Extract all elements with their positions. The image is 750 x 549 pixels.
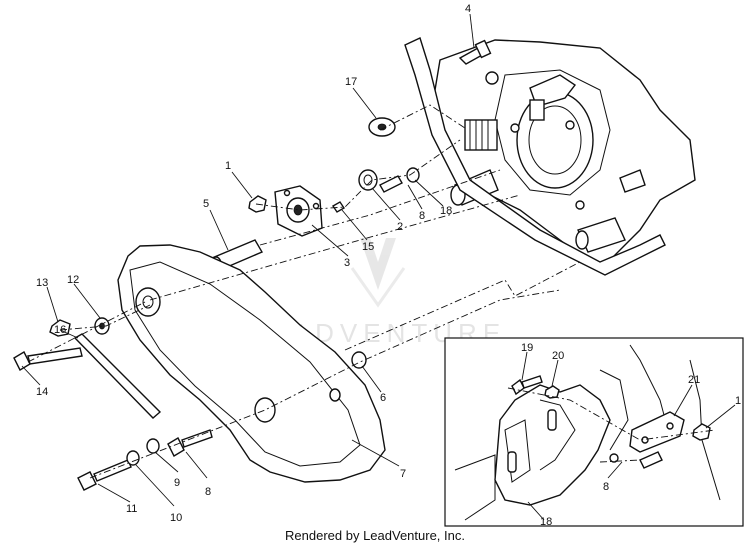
- chain-case-7: [117, 244, 386, 483]
- inset-callout-20: 20: [552, 350, 564, 362]
- bolt-8-upper: [379, 175, 403, 193]
- callout-5: 5: [203, 198, 209, 210]
- washer-17: [368, 117, 396, 137]
- callout-8-lower: 8: [205, 486, 211, 498]
- footer-credit: Rendered by LeadVenture, Inc.: [285, 528, 465, 543]
- callout-18-upper: 18: [440, 205, 452, 217]
- callout-12: 12: [67, 274, 79, 286]
- callout-16: 16: [54, 324, 66, 336]
- callout-14: 14: [36, 386, 48, 398]
- spacer-upper: [358, 169, 378, 191]
- callout-2: 2: [397, 221, 403, 233]
- washer-12: [94, 317, 110, 335]
- bolt-11: [77, 459, 132, 491]
- inset-callout-8: 8: [603, 481, 609, 493]
- chain-16: [73, 333, 162, 419]
- callout-3: 3: [344, 257, 350, 269]
- callout-11: 11: [126, 503, 137, 515]
- key-15: [332, 201, 345, 213]
- center-lines: [27, 104, 581, 479]
- inset-callout-18: 18: [540, 516, 552, 528]
- callout-4: 4: [465, 3, 471, 15]
- inset-callout-19: 19: [521, 342, 533, 354]
- washer-6: [351, 351, 367, 369]
- callout-1: 1: [225, 160, 231, 172]
- callout-15: 15: [362, 241, 374, 253]
- callout-8-upper: 8: [419, 210, 425, 222]
- callout-17: 17: [345, 76, 357, 88]
- bearing-flange-3: [274, 185, 323, 237]
- bolt-8-lower: [167, 429, 213, 457]
- watermark-logo-icon: [350, 238, 406, 308]
- callout-6: 6: [380, 392, 386, 404]
- inset-callout-21: 21: [688, 374, 700, 386]
- engine-assembly: [404, 37, 696, 276]
- leader-lines: [21, 13, 475, 507]
- callout-9: 9: [174, 477, 180, 489]
- bolt-14: [13, 347, 83, 371]
- callout-labels: 4 17 1 5 3 15 2 8 18 13 12 16 14 6 7 8 9…: [36, 3, 471, 524]
- washer-18-upper: [406, 167, 420, 183]
- inset-callout-1: 1: [735, 395, 741, 407]
- washer-9: [146, 438, 160, 454]
- callout-10: 10: [170, 512, 182, 524]
- callout-7: 7: [400, 468, 406, 480]
- inset-detail: 19 20 21 1 8 18: [444, 337, 744, 528]
- washer-10: [126, 450, 140, 466]
- bolt-4: [458, 39, 492, 65]
- callout-13: 13: [36, 277, 48, 289]
